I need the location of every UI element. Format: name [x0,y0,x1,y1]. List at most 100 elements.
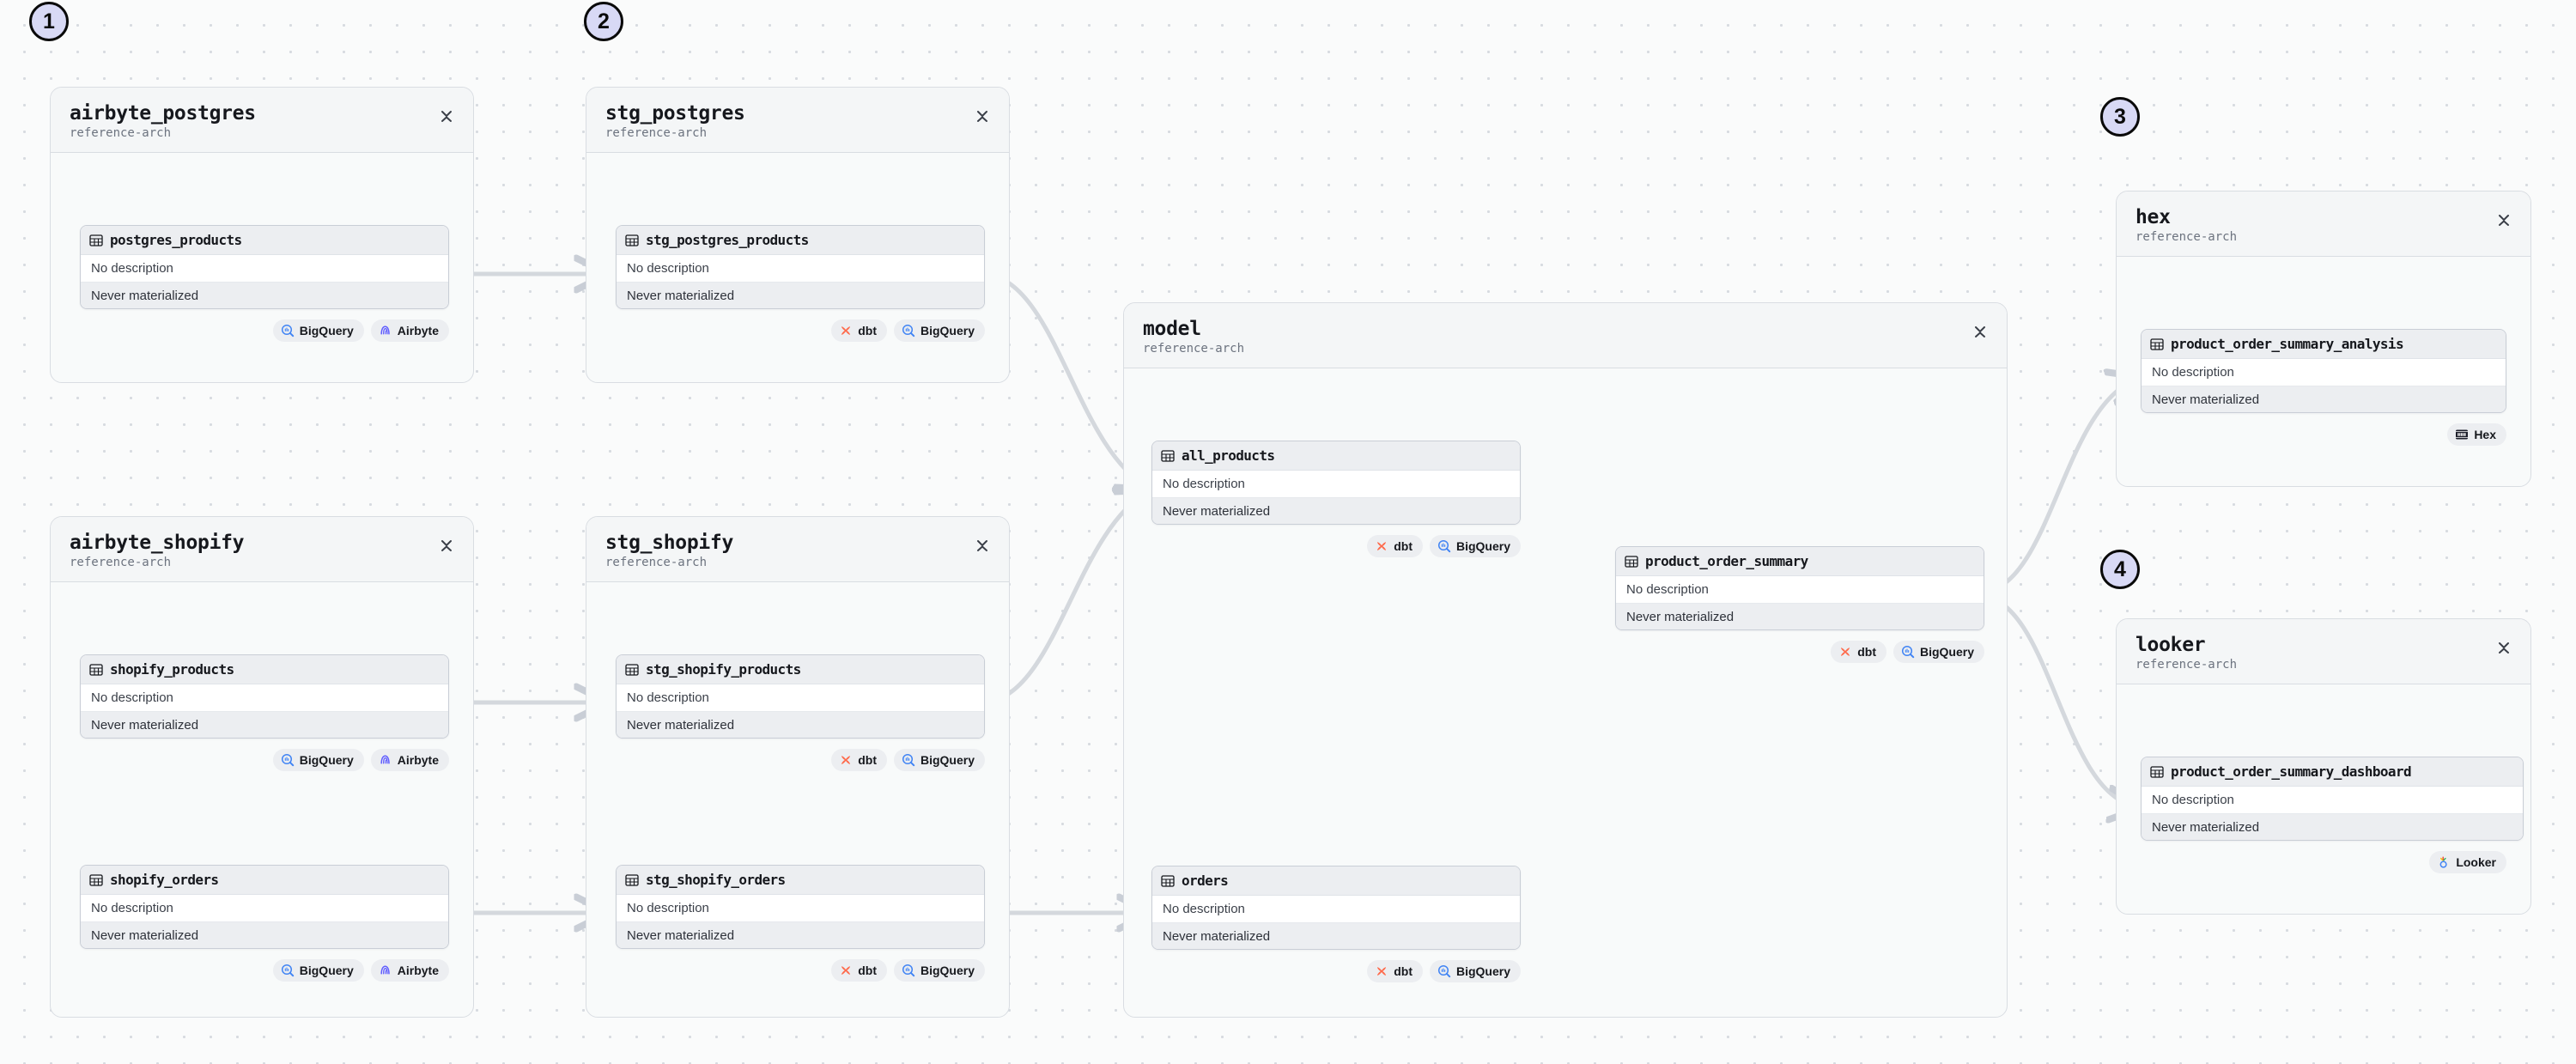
group-header: model reference-arch [1124,303,2007,369]
badge-label: BigQuery [920,324,975,337]
table-icon [625,234,639,246]
asset-node-shopify-products[interactable]: shopify_products No description Never ma… [80,654,449,739]
asset-node-materialization: Never materialized [2142,386,2506,412]
group-airbyte-postgres[interactable]: airbyte_postgres reference-arch postgres… [50,87,474,383]
table-icon [1625,555,1638,568]
table-icon [2150,765,2164,778]
asset-node-badges: Looker [2117,851,2506,873]
group-stg-postgres[interactable]: stg_postgres reference-arch stg_postgres… [586,87,1010,383]
group-model[interactable]: model reference-arch all_products No des… [1123,302,2008,1018]
asset-node-badges: Hex [2117,423,2506,446]
group-subtitle: reference-arch [2136,658,2238,672]
dbt-icon [841,326,851,335]
badge-dbt[interactable]: dbt [1367,535,1423,557]
collapse-vertical-icon[interactable] [975,536,990,555]
asset-node-stg-shopify-products[interactable]: stg_shopify_products No description Neve… [616,654,985,739]
group-airbyte-shopify[interactable]: airbyte_shopify reference-arch shopify_p… [50,516,474,1018]
badge-bigquery[interactable]: BigQuery [893,749,985,771]
badge-bigquery[interactable]: BigQuery [272,749,364,771]
collapse-vertical-icon[interactable] [439,536,454,555]
bigquery-icon [281,324,294,337]
asset-node-header: product_order_summary_dashboard [2142,757,2523,787]
table-icon [625,873,639,886]
asset-node-description: No description [2142,787,2523,814]
collapse-vertical-icon[interactable] [1972,322,1988,341]
group-looker[interactable]: looker reference-arch product_order_summ… [2116,618,2531,915]
badge-dbt[interactable]: dbt [831,959,887,982]
asset-node-orders[interactable]: orders No description Never materialized [1151,866,1521,950]
badge-dbt[interactable]: dbt [1831,641,1886,663]
asset-node-title: stg_shopify_products [646,661,801,678]
hex-icon [2456,429,2469,440]
asset-node-header: shopify_products [81,655,448,684]
step-marker-1: 1 [29,2,69,41]
asset-node-description: No description [81,684,448,712]
badge-looker[interactable]: Looker [2429,851,2506,873]
asset-node-title: stg_shopify_orders [646,872,786,888]
badge-bigquery[interactable]: BigQuery [893,959,985,982]
asset-node-description: No description [2142,359,2506,386]
badge-dbt[interactable]: dbt [831,319,887,342]
asset-node-product-order-summary[interactable]: product_order_summary No description Nev… [1615,546,1984,630]
dbt-icon [841,966,851,975]
step-marker-label: 1 [43,9,55,33]
badge-label: BigQuery [1455,539,1510,553]
asset-node-header: product_order_summary_analysis [2142,330,2506,359]
asset-node-materialization: Never materialized [1152,923,1520,949]
asset-node-shopify-orders[interactable]: shopify_orders No description Never mate… [80,865,449,949]
asset-node-title: orders [1182,872,1229,889]
asset-node-product-order-summary-analysis[interactable]: product_order_summary_analysis No descri… [2141,329,2506,413]
badge-label: BigQuery [299,324,354,337]
badge-label: BigQuery [299,753,354,767]
collapse-vertical-icon[interactable] [2496,638,2512,657]
asset-node-description: No description [1152,471,1520,498]
asset-node-title: shopify_orders [110,872,219,888]
group-hex[interactable]: hex reference-arch product_order_summary… [2116,191,2531,487]
badge-label: Airbyte [397,753,439,767]
collapse-vertical-icon[interactable] [439,106,454,125]
asset-node-description: No description [617,895,984,922]
asset-node-stg-shopify-orders[interactable]: stg_shopify_orders No description Never … [616,865,985,949]
badge-label: BigQuery [1919,645,1974,659]
asset-node-postgres-products[interactable]: postgres_products No description Never m… [80,225,449,309]
group-header: airbyte_shopify reference-arch [51,517,473,583]
badge-dbt[interactable]: dbt [831,749,887,771]
asset-node-badges: dbt BigQuery [586,749,985,771]
looker-icon [2439,856,2447,868]
asset-node-description: No description [617,255,984,283]
asset-node-title: all_products [1182,447,1275,464]
asset-node-stg-postgres-products[interactable]: stg_postgres_products No description Nev… [616,225,985,309]
badge-label: dbt [858,964,877,977]
group-stg-shopify[interactable]: stg_shopify reference-arch stg_shopify_p… [586,516,1010,1018]
asset-node-title: product_order_summary_analysis [2171,336,2404,352]
step-marker-2: 2 [584,2,623,41]
dbt-icon [841,756,851,764]
badge-bigquery[interactable]: BigQuery [893,319,985,342]
asset-node-product-order-summary-dashboard[interactable]: product_order_summary_dashboard No descr… [2141,757,2524,841]
asset-node-materialization: Never materialized [2142,814,2523,840]
badge-hex[interactable]: Hex [2447,423,2506,446]
asset-node-materialization: Never materialized [81,283,448,308]
collapse-vertical-icon[interactable] [975,106,990,125]
badge-bigquery[interactable]: BigQuery [272,319,364,342]
badge-airbyte[interactable]: Airbyte [370,959,449,982]
asset-node-badges: BigQuery Airbyte [51,749,449,771]
bigquery-icon [1437,539,1451,553]
asset-node-materialization: Never materialized [617,283,984,308]
collapse-vertical-icon[interactable] [2496,210,2512,229]
badge-airbyte[interactable]: Airbyte [370,319,449,342]
badge-bigquery[interactable]: BigQuery [272,959,364,982]
asset-node-description: No description [81,255,448,283]
asset-node-badges: dbt BigQuery [586,959,985,982]
badge-dbt[interactable]: dbt [1367,960,1423,982]
badge-bigquery[interactable]: BigQuery [1429,960,1521,982]
step-marker-label: 3 [2114,104,2126,129]
asset-node-title: stg_postgres_products [646,232,809,248]
badge-bigquery[interactable]: BigQuery [1893,641,1984,663]
badge-airbyte[interactable]: Airbyte [370,749,449,771]
badge-bigquery[interactable]: BigQuery [1429,535,1521,557]
asset-node-all-products[interactable]: all_products No description Never materi… [1151,441,1521,525]
badge-label: dbt [858,753,877,767]
asset-node-header: all_products [1152,441,1520,471]
